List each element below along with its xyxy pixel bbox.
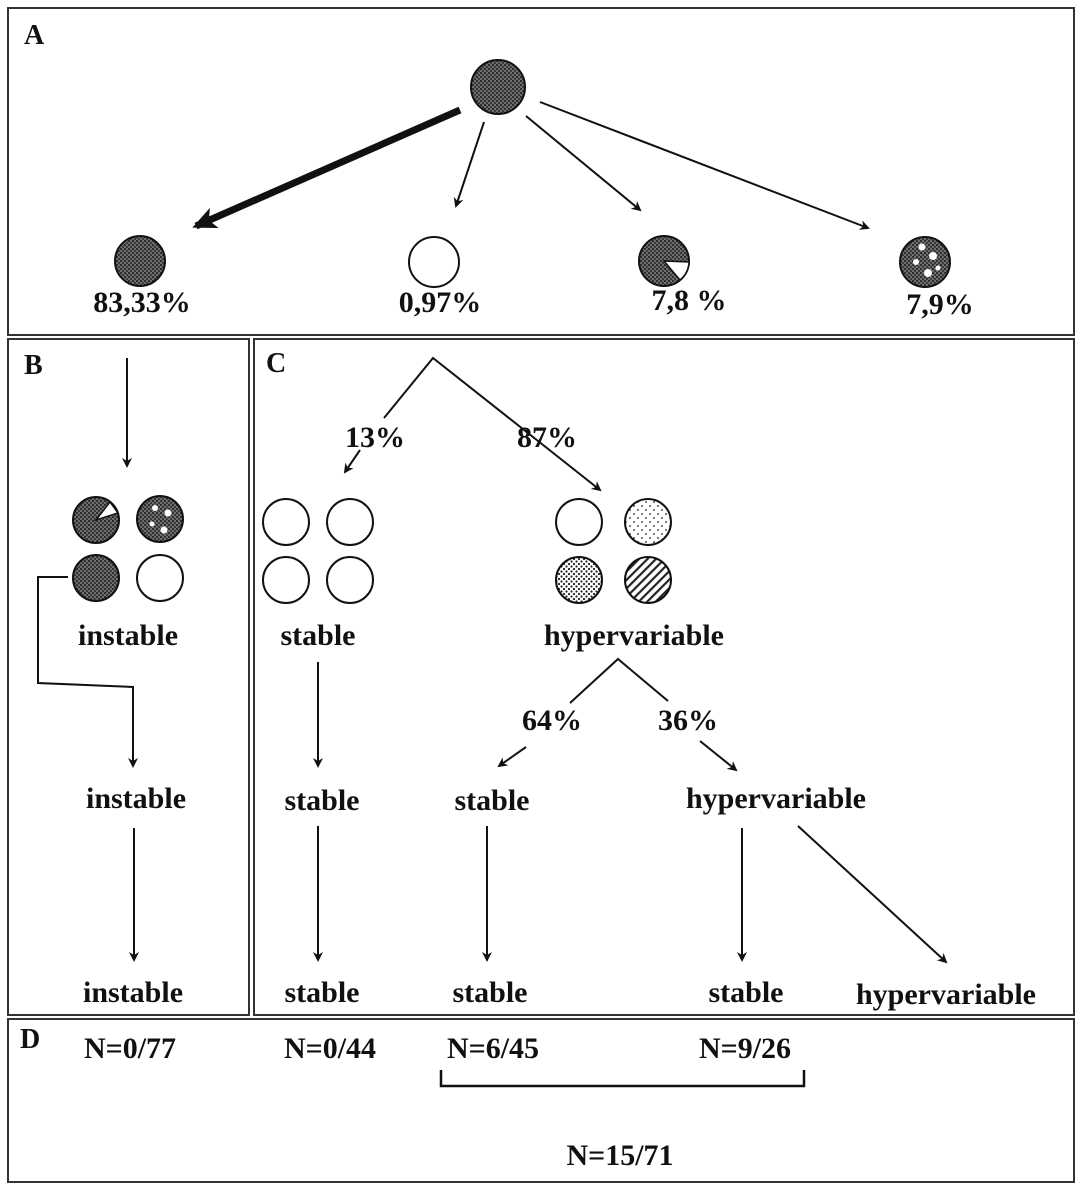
label-hypervariable: hypervariable xyxy=(544,619,724,652)
panel-a: 83,33% 0,97% 7,8 % 7,9% xyxy=(93,59,974,321)
colony-light-dotted xyxy=(624,498,672,546)
colony-dark-with-spots xyxy=(899,236,951,288)
colony-empty xyxy=(262,556,310,604)
colony-empty xyxy=(326,556,374,604)
colony-solid-dark xyxy=(72,554,120,602)
label-final-hypervariable: hypervariable xyxy=(856,978,1036,1011)
panel-c: 13% 87% stable stable stable hypervariab… xyxy=(262,356,1036,1011)
colony-dark-with-sector xyxy=(638,235,690,287)
label-instable-2: instable xyxy=(86,782,186,815)
arrow-to-dark xyxy=(192,106,462,230)
panel-d: N=0/77 N=0/44 N=6/45 N=9/26 N=15/71 xyxy=(84,1032,806,1172)
arrow-to-stable-mid xyxy=(497,746,527,768)
n-instable: N=0/77 xyxy=(84,1032,176,1065)
colony-empty xyxy=(326,498,374,546)
n-total: N=15/71 xyxy=(566,1139,673,1172)
panel-b-letter: B xyxy=(24,350,43,381)
label-stable-1: stable xyxy=(281,619,356,652)
label-stable-mid: stable xyxy=(455,784,530,817)
label-final-stable: stable xyxy=(709,976,784,1009)
arrow-to-empty xyxy=(453,121,485,208)
colony-dark-with-sector xyxy=(72,496,120,544)
label-stable-2: stable xyxy=(285,784,360,817)
panel-c-letter: C xyxy=(266,348,286,379)
panel-d-letter: D xyxy=(20,1024,40,1055)
arrow-c-left xyxy=(343,449,361,474)
colony-dense-dotted xyxy=(555,556,603,604)
colony-empty xyxy=(262,498,310,546)
n-hyper-stable: N=6/45 xyxy=(447,1032,539,1065)
arrow-to-spotted xyxy=(539,101,870,230)
arrow-to-sector xyxy=(525,115,642,212)
panel-c-frame xyxy=(253,338,1075,1016)
colony-empty xyxy=(408,236,460,288)
colony-solid-dark xyxy=(114,235,166,287)
arrow-to-hyper-mid xyxy=(699,740,738,772)
panel-b-frame xyxy=(7,338,250,1016)
panel-d-frame xyxy=(7,1018,1075,1183)
parent-colony xyxy=(470,59,526,115)
panel-a-frame xyxy=(7,7,1075,336)
pct-sector: 7,8 % xyxy=(652,284,727,317)
connector-b xyxy=(37,576,138,768)
bracket xyxy=(439,1070,806,1088)
colony-dark-with-spots xyxy=(136,495,184,543)
panel-b: instable instable instable xyxy=(37,358,186,1009)
pct-solid-dark: 83,33% xyxy=(93,286,191,319)
n-hyper-hyper: N=9/26 xyxy=(699,1032,791,1065)
label-stable-bottom: stable xyxy=(453,976,528,1009)
arrow-c-right xyxy=(383,356,602,492)
split-line-2 xyxy=(569,657,669,704)
n-stable: N=0/44 xyxy=(284,1032,376,1065)
label-instable-1: instable xyxy=(78,619,178,652)
pct-13: 13% xyxy=(345,421,405,454)
colony-empty xyxy=(136,554,184,602)
pct-empty: 0,97% xyxy=(399,286,482,319)
pct-87: 87% xyxy=(517,421,577,454)
label-instable-3: instable xyxy=(83,976,183,1009)
pct-spotted: 7,9% xyxy=(906,288,974,321)
colony-empty xyxy=(555,498,603,546)
arrow-hyper-to-hyper xyxy=(797,825,948,964)
pct-36: 36% xyxy=(658,704,718,737)
label-hypervariable-mid: hypervariable xyxy=(686,782,866,815)
label-stable-3: stable xyxy=(285,976,360,1009)
panel-a-letter: A xyxy=(24,20,45,51)
pct-64: 64% xyxy=(522,704,582,737)
panel-frames xyxy=(7,7,1075,1183)
colony-hatched xyxy=(624,556,672,604)
